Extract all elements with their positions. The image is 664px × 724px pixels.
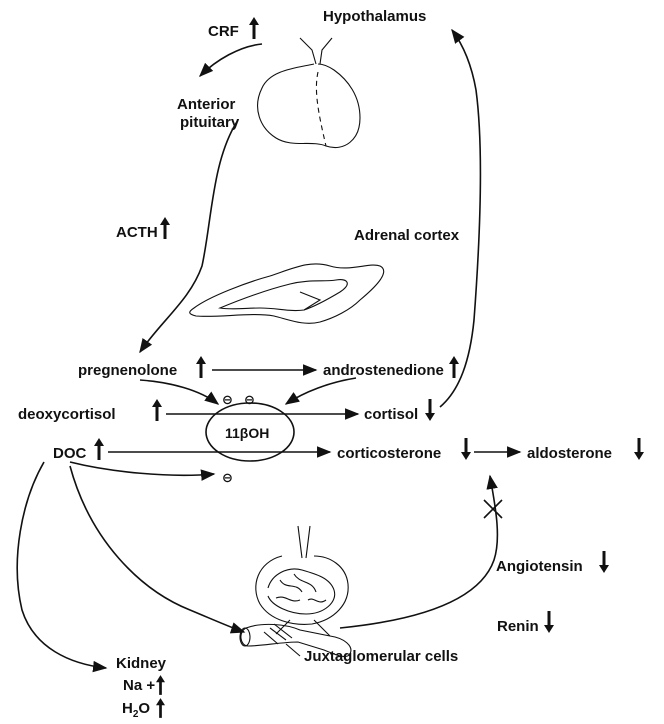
- hypothalamus-label: Hypothalamus: [323, 8, 426, 25]
- enzyme-label: 11βOH: [225, 425, 269, 441]
- androstenedione-label: androstenedione: [323, 362, 444, 379]
- angiotensin-label: Angiotensin: [496, 558, 583, 575]
- renin-angiotensin-arrow: [340, 476, 497, 628]
- aldosterone-down-arrow: [634, 438, 644, 460]
- acth-label: ACTH: [116, 224, 158, 241]
- deoxycortisol-up-arrow: [152, 399, 162, 421]
- water-up-arrow: [156, 698, 165, 718]
- anterior-pituitary-label-line2: pituitary: [180, 114, 240, 131]
- crf-label: CRF: [208, 23, 239, 40]
- adrenal-cortex-drawing: [190, 264, 384, 323]
- blocked-mark: [484, 500, 502, 518]
- crf-arrow: [200, 44, 262, 76]
- adrenal-cortex-label: Adrenal cortex: [354, 227, 460, 244]
- pituitary-gland-drawing: [258, 38, 360, 148]
- corticosterone-down-arrow: [461, 438, 471, 460]
- acth-up-arrow: [160, 217, 170, 239]
- inhibition-symbol-1: ⊖: [222, 392, 233, 407]
- doc-to-kidney-arrow: [17, 462, 106, 668]
- cortisol-feedback-arrow: [440, 30, 480, 407]
- doc-up-arrow: [94, 438, 104, 460]
- corticosterone-label: corticosterone: [337, 445, 441, 462]
- anterior-pituitary-label-line1: Anterior: [177, 96, 236, 113]
- doc-inhibition-arrow: [70, 462, 214, 475]
- juxtaglomerular-pointer: [286, 644, 300, 656]
- renin-down-arrow: [544, 611, 554, 633]
- kidney-label: Kidney: [116, 655, 167, 672]
- crf-up-arrow: [249, 17, 259, 39]
- cortisol-down-arrow: [425, 399, 435, 421]
- water-label: H2O: [122, 700, 150, 720]
- aldosterone-label: aldosterone: [527, 445, 612, 462]
- pregnenolone-label: pregnenolone: [78, 362, 177, 379]
- angiotensin-down-arrow: [599, 551, 609, 573]
- cortisol-label: cortisol: [364, 406, 418, 423]
- androstenedione-up-arrow: [449, 356, 459, 378]
- glomerulus-drawing: [240, 526, 351, 657]
- sodium-up-arrow: [156, 675, 165, 695]
- inhibition-symbol-2: ⊖: [244, 392, 255, 407]
- inhibition-symbol-3: ⊖: [222, 470, 233, 485]
- sodium-label: Na +: [123, 677, 155, 694]
- juxtaglomerular-cells-label: Juxtaglomerular cells: [304, 648, 458, 665]
- renin-label: Renin: [497, 618, 539, 635]
- pregnenolone-up-arrow: [196, 356, 206, 378]
- doc-to-juxtaglomerular-arrow: [70, 466, 244, 632]
- doc-label: DOC: [53, 445, 87, 462]
- deoxycortisol-label: deoxycortisol: [18, 406, 116, 423]
- androstenedione-inhibition-arrow: [286, 378, 356, 404]
- pregnenolone-inhibition-arrow: [140, 380, 218, 404]
